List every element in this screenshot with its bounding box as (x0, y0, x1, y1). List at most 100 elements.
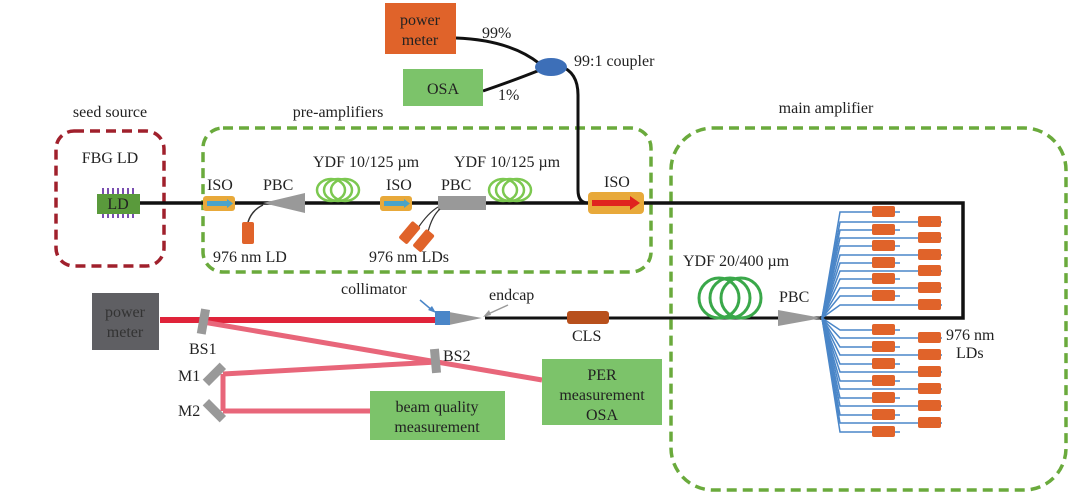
main-amplifier-box (669, 126, 1068, 492)
power-meter-bottom (92, 293, 159, 350)
pump-ld-lower-0 (872, 324, 895, 335)
pump2-label: 976 nm LDs (369, 249, 449, 266)
endcap-label: endcap (489, 287, 534, 304)
ydf-coil-2 (487, 177, 533, 203)
pump-ld-lower-4 (872, 358, 895, 369)
coupler (535, 58, 567, 76)
pump-ld-upper-5 (918, 249, 941, 260)
beam-bs1-bs2 (202, 319, 438, 365)
ydf3-label: YDF 20/400 µm (683, 253, 790, 270)
pre-amplifiers-label: pre-amplifiers (293, 104, 384, 121)
per-label-1: PER (587, 367, 617, 384)
per-label-3: OSA (586, 407, 618, 424)
endcap (449, 312, 482, 325)
ld-chip-label: LD (107, 196, 128, 213)
pump-ld-lower-8 (872, 392, 895, 403)
m1-label: M1 (178, 368, 200, 385)
pump-ld-lower-1 (918, 332, 941, 343)
osa-top (403, 69, 483, 106)
bs2 (429, 348, 442, 374)
pbc3-label: PBC (779, 289, 809, 306)
pump-ld-lower-3 (918, 349, 941, 360)
pump-ld-upper-9 (918, 282, 941, 293)
bs2-label: BS2 (443, 348, 471, 365)
beam-bs2-m1 (222, 359, 438, 377)
pump3-label-2: LDs (956, 345, 984, 362)
fbg-ld-label: FBG LD (82, 150, 138, 167)
pbc2-label: PBC (441, 177, 471, 194)
pump-ld-lower-11 (918, 417, 941, 428)
pump-ld-upper-10 (872, 290, 895, 301)
ydf2-label: YDF 10/125 µm (454, 154, 561, 171)
power-meter-top-label-1: power (400, 12, 441, 29)
pump-ld-lower-12 (872, 426, 895, 437)
pump1-fiber (247, 204, 264, 223)
beam-quality-label-1: beam quality (395, 399, 478, 416)
ydf-coil-1 (315, 177, 361, 203)
pump-fiber (821, 287, 942, 319)
isolator-2 (380, 196, 412, 211)
isolator-3 (588, 192, 644, 214)
power-meter-top-label-2: meter (402, 32, 439, 49)
pump-fiber (821, 317, 942, 339)
pbc-1 (263, 193, 305, 213)
seed-source-label: seed source (73, 104, 147, 121)
pump-ld-upper-2 (872, 224, 895, 235)
beam-bs2-per (436, 359, 543, 383)
pump-fiber (821, 317, 942, 373)
iso2-label: ISO (386, 177, 412, 194)
fiber-to-power-meter (455, 36, 541, 66)
pump-ld-1 (242, 222, 254, 244)
pump-ld-lower-9 (918, 400, 941, 411)
isolator-1 (203, 196, 235, 211)
ydf1-label: YDF 10/125 µm (313, 154, 420, 171)
pump-ld-2b (413, 229, 435, 252)
ydf-coil-3 (697, 276, 763, 320)
pump-ld-2a (399, 221, 421, 244)
pbc1-label: PBC (263, 177, 293, 194)
beam-quality-label-2: measurement (394, 419, 480, 436)
pump-fiber (821, 317, 942, 356)
mirror-m2 (202, 398, 227, 423)
fiber-to-osa (482, 68, 541, 93)
pump-fiber (821, 254, 942, 319)
pump1-label: 976 nm LD (213, 249, 287, 266)
split-99-label: 99% (482, 25, 511, 42)
pump-ld-upper-0 (872, 206, 895, 217)
bs1 (196, 308, 211, 335)
pbc-3 (778, 310, 822, 326)
iso3-label: ISO (604, 174, 630, 191)
power-meter-top (385, 3, 456, 54)
pump-ld-upper-7 (918, 265, 941, 276)
main-amplifier-label: main amplifier (779, 100, 874, 117)
pump-ld-lower-10 (872, 409, 895, 420)
collimator (435, 311, 450, 325)
pbc-2 (438, 196, 486, 210)
mirror-m1 (202, 362, 227, 387)
main-fiber (140, 201, 965, 320)
pump-ld-lower-7 (918, 383, 941, 394)
pump-fiber (821, 270, 942, 319)
pump-ld-lower-6 (872, 375, 895, 386)
pump-ld-lower-2 (872, 341, 895, 352)
pump-ld-upper-3 (918, 232, 941, 243)
beam-quality-box (370, 391, 505, 440)
collimator-label: collimator (341, 281, 407, 298)
bs1-label: BS1 (189, 341, 217, 358)
osa-top-label: OSA (427, 81, 459, 98)
endcap-pointer-head (483, 310, 491, 317)
pump3-label-1: 976 nm (946, 327, 995, 344)
pump-array (821, 206, 942, 437)
ld-chip (97, 188, 140, 218)
pump-fiber (821, 304, 942, 319)
pump2-fiber-b (427, 208, 441, 233)
m2-label: M2 (178, 403, 200, 420)
per-osa-box (542, 359, 662, 425)
cls (567, 311, 609, 324)
cls-label: CLS (572, 328, 601, 345)
tap-fiber (559, 64, 589, 205)
seed-source-box (54, 129, 166, 268)
pump-ld-upper-1 (918, 216, 941, 227)
